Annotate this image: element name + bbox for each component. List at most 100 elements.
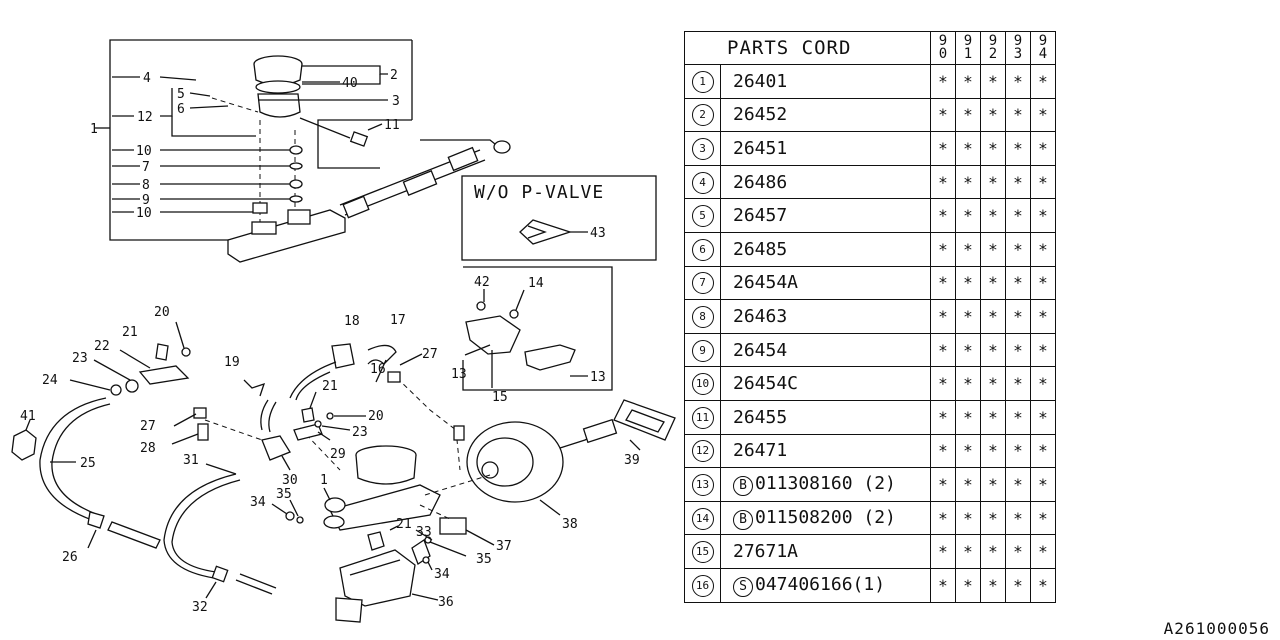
index-circle: 5 bbox=[691, 205, 714, 228]
applicability-mark: * bbox=[1005, 500, 1031, 536]
applicability-mark: * bbox=[980, 366, 1006, 401]
applicability-mark: * bbox=[1005, 467, 1031, 502]
upper-callouts: 1 2 3 4 5 6 7 8 9 10 10 11 12 40 bbox=[90, 68, 400, 221]
svg-text:13: 13 bbox=[590, 370, 606, 385]
row-index: 16 bbox=[684, 567, 721, 603]
svg-text:27: 27 bbox=[422, 347, 438, 362]
applicability-mark: * bbox=[955, 567, 981, 603]
svg-text:4: 4 bbox=[143, 71, 151, 86]
applicability-mark: * bbox=[930, 467, 956, 502]
applicability-mark: * bbox=[1030, 567, 1056, 603]
svg-text:10: 10 bbox=[136, 144, 152, 159]
applicability-mark: * bbox=[1030, 299, 1056, 334]
applicability-mark: * bbox=[930, 534, 956, 569]
svg-text:32: 32 bbox=[192, 600, 208, 615]
svg-text:19: 19 bbox=[224, 355, 240, 370]
svg-text:33: 33 bbox=[416, 525, 432, 540]
index-circle: 13 bbox=[691, 473, 714, 496]
row-index: 12 bbox=[684, 433, 721, 469]
row-index: 8 bbox=[684, 299, 721, 334]
svg-text:35: 35 bbox=[476, 552, 492, 567]
svg-text:22: 22 bbox=[94, 339, 110, 354]
svg-text:9: 9 bbox=[142, 193, 150, 208]
applicability-mark: * bbox=[980, 534, 1006, 569]
part-number: 26455 bbox=[720, 399, 931, 435]
applicability-mark: * bbox=[980, 97, 1006, 133]
applicability-mark: * bbox=[1005, 198, 1031, 233]
svg-text:20: 20 bbox=[154, 305, 170, 320]
master-cylinder-exploded-view bbox=[95, 39, 511, 263]
applicability-mark: * bbox=[1005, 64, 1031, 99]
svg-text:3: 3 bbox=[392, 94, 400, 109]
svg-text:41: 41 bbox=[20, 409, 36, 424]
row-index: 1 bbox=[684, 64, 721, 99]
index-circle: 15 bbox=[691, 541, 714, 564]
applicability-mark: * bbox=[955, 97, 981, 133]
row-index: 6 bbox=[684, 231, 721, 267]
row-index: 2 bbox=[684, 97, 721, 133]
applicability-mark: * bbox=[930, 97, 956, 133]
svg-text:26: 26 bbox=[62, 550, 78, 565]
applicability-mark: * bbox=[955, 231, 981, 267]
applicability-mark: * bbox=[1005, 131, 1031, 166]
svg-text:27: 27 bbox=[140, 419, 156, 434]
svg-text:8: 8 bbox=[142, 178, 150, 193]
part-number: 26485 bbox=[720, 231, 931, 267]
svg-text:21: 21 bbox=[122, 325, 138, 340]
applicability-mark: * bbox=[930, 299, 956, 334]
svg-text:14: 14 bbox=[528, 276, 544, 291]
row-index: 5 bbox=[684, 198, 721, 233]
svg-text:28: 28 bbox=[140, 441, 156, 456]
svg-text:25: 25 bbox=[80, 456, 96, 471]
applicability-mark: * bbox=[930, 198, 956, 233]
svg-text:24: 24 bbox=[42, 373, 58, 388]
applicability-mark: * bbox=[955, 467, 981, 502]
part-prefix-icon: B bbox=[733, 475, 753, 496]
svg-text:1: 1 bbox=[90, 122, 98, 137]
lower-assembly bbox=[11, 321, 676, 623]
svg-text:10: 10 bbox=[136, 206, 152, 221]
applicability-mark: * bbox=[980, 265, 1006, 301]
applicability-mark: * bbox=[955, 265, 981, 301]
applicability-mark: * bbox=[1005, 164, 1031, 200]
inset-bracket bbox=[462, 266, 613, 391]
svg-text:29: 29 bbox=[330, 447, 346, 462]
part-number: 26454A bbox=[720, 265, 931, 301]
applicability-mark: * bbox=[1005, 534, 1031, 569]
applicability-mark: * bbox=[1030, 231, 1056, 267]
svg-text:43: 43 bbox=[590, 226, 606, 241]
applicability-mark: * bbox=[980, 131, 1006, 166]
applicability-mark: * bbox=[955, 64, 981, 99]
applicability-mark: * bbox=[1030, 164, 1056, 200]
applicability-mark: * bbox=[955, 198, 981, 233]
index-circle: 11 bbox=[691, 406, 714, 429]
svg-text:13: 13 bbox=[451, 367, 467, 382]
applicability-mark: * bbox=[1005, 299, 1031, 334]
applicability-mark: * bbox=[1030, 500, 1056, 536]
applicability-mark: * bbox=[1005, 231, 1031, 267]
svg-text:21: 21 bbox=[322, 379, 338, 394]
inset-wo-p-valve: W/O P-VALVE 43 bbox=[461, 175, 657, 261]
inset-bracket-callouts: 42 14 13 13 15 bbox=[451, 275, 606, 405]
row-index: 13 bbox=[684, 467, 721, 502]
applicability-mark: * bbox=[930, 64, 956, 99]
applicability-mark: * bbox=[1030, 467, 1056, 502]
applicability-mark: * bbox=[1030, 399, 1056, 435]
applicability-mark: * bbox=[980, 567, 1006, 603]
part-number: 27671A bbox=[720, 534, 931, 569]
applicability-mark: * bbox=[980, 399, 1006, 435]
applicability-mark: * bbox=[955, 164, 981, 200]
applicability-mark: * bbox=[1005, 265, 1031, 301]
applicability-mark: * bbox=[1030, 265, 1056, 301]
